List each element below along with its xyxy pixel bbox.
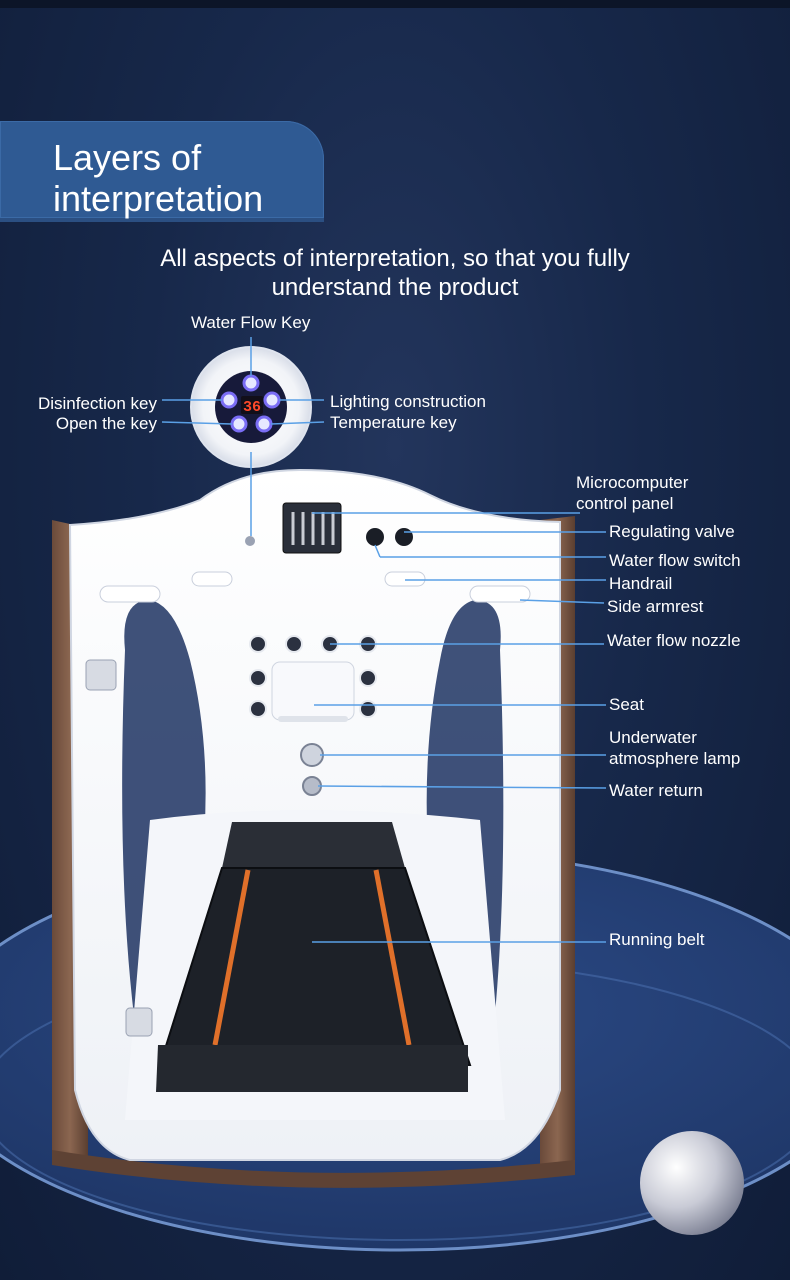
label-side-armrest: Side armrest: [607, 597, 704, 616]
temperature-key-icon: [255, 415, 273, 433]
label-lamp-2: atmosphere lamp: [609, 749, 741, 768]
belt-stripe-left: [212, 869, 251, 1046]
water-flow-nozzles: [249, 635, 377, 718]
label-water-flow-switch: Water flow switch: [609, 551, 741, 570]
label-water-flow-nozzle: Water flow nozzle: [607, 631, 741, 650]
leader-lines: [161, 337, 607, 943]
label-lighting-construction: Lighting construction: [330, 392, 486, 411]
label-disinfection-key: Disinfection key: [37, 394, 157, 413]
side-armrest-right: [469, 585, 531, 603]
top-edge-bar: [0, 0, 790, 8]
handrail-left: [191, 571, 233, 587]
regulating-valve-knob: [395, 528, 413, 546]
open-key-icon: [230, 415, 248, 433]
side-latch-top: [85, 659, 117, 691]
belt-stripe-right: [373, 869, 412, 1046]
title-tab: [0, 121, 324, 222]
underwater-lamp: [300, 743, 324, 767]
label-lamp-1: Underwater: [609, 728, 697, 747]
lighting-key-icon: [263, 391, 281, 409]
panel-bars: [291, 512, 335, 545]
treadmill-base: [156, 1045, 468, 1092]
water-flow-key-icon: [242, 374, 260, 392]
side-armrest-left: [99, 585, 161, 603]
handrail-right: [384, 571, 426, 587]
label-regulating-valve: Regulating valve: [609, 522, 735, 541]
label-water-flow-key: Water Flow Key: [191, 313, 311, 332]
page-title: Layers of interpretation: [53, 137, 313, 219]
label-temperature-key: Temperature key: [330, 413, 457, 432]
temp-display: 36: [243, 399, 261, 416]
subtitle-line-2: understand the product: [271, 274, 519, 301]
disinfection-key-icon: [220, 391, 238, 409]
temp-display-box: [241, 396, 263, 414]
seat: [271, 661, 355, 721]
subtitle-line-1: All aspects of interpretation, so that y…: [160, 245, 630, 272]
small-key-button: [245, 536, 255, 546]
label-handrail: Handrail: [609, 574, 673, 593]
title-line-2: interpretation: [53, 178, 264, 219]
seat-edge: [278, 716, 348, 722]
label-water-return: Water return: [609, 781, 703, 800]
side-latch-bottom: [125, 1007, 153, 1037]
bottom-wood-base: [52, 1150, 575, 1188]
label-microcomputer-2: control panel: [576, 494, 674, 513]
pearl-ball: [640, 1131, 744, 1235]
label-open-key: Open the key: [55, 414, 157, 433]
label-microcomputer-1: Microcomputer: [576, 473, 689, 492]
label-running-belt: Running belt: [609, 930, 705, 949]
label-seat: Seat: [609, 695, 644, 714]
title-line-1: Layers of: [53, 137, 202, 178]
treadmill-frame: [222, 822, 405, 868]
page-subtitle: All aspects of interpretation, so that y…: [95, 244, 695, 302]
water-flow-switch-knob: [366, 528, 384, 546]
